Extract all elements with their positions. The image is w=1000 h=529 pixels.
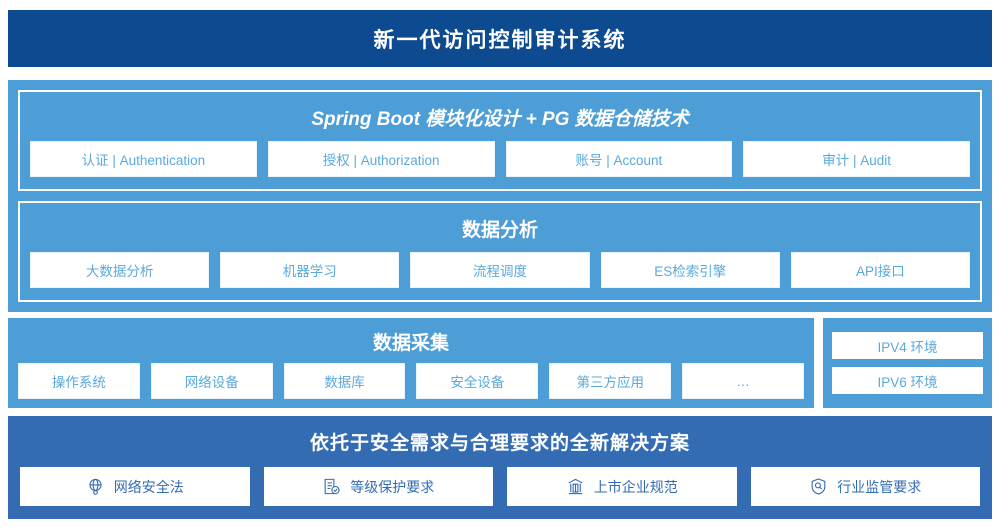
architecture-title: Spring Boot 模块化设计 + PG 数据仓储技术 [311,109,689,130]
solution-label: 等级保护要求 [350,478,435,495]
chip-label: IPV4 环境 [877,339,938,355]
architecture-item-account[interactable]: 账号 | Account [505,141,733,177]
solution-item-cybersecurity-law[interactable]: 网络安全法 [20,467,250,506]
analysis-item-machine-learning[interactable]: 机器学习 [220,252,400,288]
solutions-panel: 依托于安全需求与合理要求的全新解决方案 网络安全法 [8,416,992,519]
chip-label: 认证 | Authentication [81,153,206,168]
chip-label: 操作系统 [51,375,106,390]
chip-label: 数据库 [324,375,365,390]
chip-label: ES检索引擎 [654,264,727,279]
analysis-chip-row: 大数据分析 机器学习 流程调度 ES检索引擎 API接口 [30,252,971,288]
analysis-group: 数据分析 大数据分析 机器学习 流程调度 ES检索引擎 API接口 [18,201,982,302]
architecture-item-authorization[interactable]: 授权 | Authorization [267,141,495,177]
solution-label: 上市企业规范 [593,478,678,495]
solution-item-industry-regulation[interactable]: 行业监管要求 [750,467,980,506]
solution-label: 行业监管要求 [837,478,922,495]
collection-row: 数据采集 操作系统 网络设备 数据库 安全设备 第三方应用 … [8,318,992,408]
collection-item-network-device[interactable]: 网络设备 [150,363,273,399]
shield-search-icon [809,477,828,496]
environment-item-ipv4[interactable]: IPV4 环境 [832,332,983,359]
solutions-chip-row: 网络安全法 等级保护要求 [20,467,980,506]
chip-label: … [736,373,750,389]
collection-item-security-device[interactable]: 安全设备 [416,363,539,399]
globe-network-icon [86,477,105,496]
platform-panel: Spring Boot 模块化设计 + PG 数据仓储技术 认证 | Authe… [8,80,992,312]
architecture-item-audit[interactable]: 审计 | Audit [743,141,970,177]
architecture-group: Spring Boot 模块化设计 + PG 数据仓储技术 认证 | Authe… [18,90,982,191]
bank-building-icon [566,477,585,496]
chip-label: 安全设备 [450,375,505,390]
environment-item-ipv6[interactable]: IPV6 环境 [832,367,983,394]
collection-item-operating-system[interactable]: 操作系统 [18,363,140,399]
chip-label: 账号 | Account [575,153,663,168]
solution-item-classified-protection[interactable]: 等级保护要求 [263,467,493,506]
page-title: 新一代访问控制审计系统 [373,28,627,52]
chip-label: 机器学习 [282,264,337,279]
chip-label: 网络设备 [184,375,239,390]
analysis-item-bigdata[interactable]: 大数据分析 [30,252,210,288]
collection-item-more[interactable]: … [682,363,804,399]
analysis-item-process-scheduling[interactable]: 流程调度 [410,252,590,288]
collection-title: 数据采集 [372,333,449,354]
analysis-item-api[interactable]: API接口 [790,252,971,288]
analysis-title: 数据分析 [461,220,538,241]
architecture-chip-row: 认证 | Authentication 授权 | Authorization 账… [30,141,970,177]
collection-chip-row: 操作系统 网络设备 数据库 安全设备 第三方应用 … [18,363,804,399]
chip-label: 第三方应用 [576,375,644,390]
analysis-item-es-search-engine[interactable]: ES检索引擎 [600,252,780,288]
page-header: 新一代访问控制审计系统 [8,10,992,67]
chip-label: 大数据分析 [85,264,154,279]
solutions-title: 依托于安全需求与合理要求的全新解决方案 [309,433,690,454]
chip-label: 流程调度 [473,264,527,279]
environment-panel: IPV4 环境 IPV6 环境 [823,318,992,408]
document-check-icon [322,477,341,496]
chip-label: API接口 [856,264,905,279]
chip-label: 授权 | Authorization [322,153,440,168]
chip-label: 审计 | Audit [822,153,892,168]
collection-panel: 数据采集 操作系统 网络设备 数据库 安全设备 第三方应用 … [8,318,814,408]
solution-label: 网络安全法 [113,478,184,495]
collection-item-database[interactable]: 数据库 [283,363,406,399]
chip-label: IPV6 环境 [877,374,938,390]
collection-item-third-party-app[interactable]: 第三方应用 [549,363,672,399]
architecture-item-authentication[interactable]: 认证 | Authentication [30,141,257,177]
solution-item-listed-company-standard[interactable]: 上市企业规范 [507,467,737,506]
